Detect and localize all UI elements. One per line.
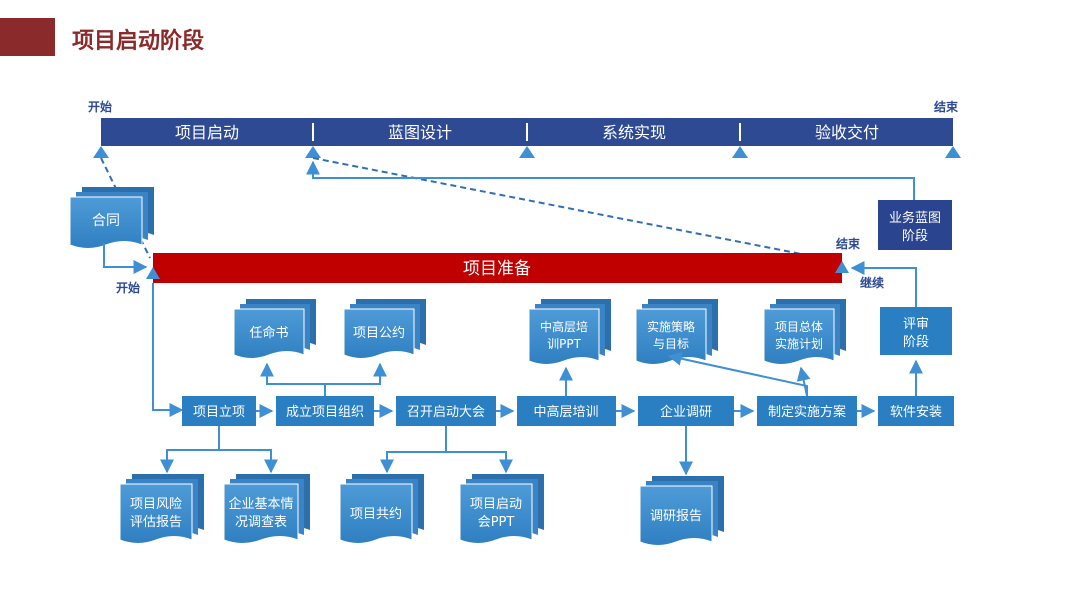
doc-risk-report: 项目风险 评估报告 bbox=[119, 474, 204, 544]
doc-kickoff-ppt: 项目启动 会PPT bbox=[459, 474, 544, 544]
box-review-label-1: 评审 bbox=[903, 317, 929, 332]
connector-prep-to-initiation bbox=[152, 283, 184, 417]
doc-survey-label-1: 企业基本情 bbox=[228, 496, 293, 512]
step-implementation-plan: 制定实施方案 bbox=[757, 396, 857, 426]
step-software-install: 软件安装 bbox=[878, 396, 954, 426]
prep-bar bbox=[153, 253, 842, 283]
process-steps: 项目立项 成立项目组织 召开启动大会 中高层培训 企业调研 制定实施方案 软件安… bbox=[182, 396, 954, 426]
connector-review-to-prep bbox=[850, 261, 917, 307]
doc-kickoff-ppt-label-1: 项目启动 bbox=[470, 497, 522, 512]
doc-consensus-label: 项目共约 bbox=[350, 507, 402, 522]
prep-end-label: 结束 bbox=[836, 236, 861, 251]
phase-project-start: 项目启动 bbox=[175, 123, 239, 142]
step-enterprise-research-label: 企业调研 bbox=[660, 404, 712, 420]
timeline-end-label: 结束 bbox=[934, 99, 959, 114]
step-kickoff-meeting: 召开启动大会 bbox=[396, 396, 496, 426]
doc-training-ppt-label-2: 训PPT bbox=[547, 337, 581, 351]
doc-training-ppt: 中高层培 训PPT bbox=[528, 299, 611, 365]
step-form-organization-label: 成立项目组织 bbox=[286, 405, 364, 420]
prep-continue-label: 继续 bbox=[860, 275, 884, 290]
doc-downward-connectors bbox=[160, 426, 693, 476]
box-review-phase: 评审 阶段 bbox=[880, 307, 952, 355]
doc-upward-connectors bbox=[260, 351, 811, 397]
doc-risk-label-1: 项目风险 bbox=[130, 497, 182, 512]
box-blueprint-phase: 业务蓝图 阶段 bbox=[878, 200, 952, 250]
doc-strategy: 实施策略 与目标 bbox=[635, 299, 718, 365]
doc-training-ppt-label-1: 中高层培 bbox=[540, 319, 588, 334]
doc-survey-form: 企业基本情 况调查表 bbox=[223, 474, 310, 544]
box-blueprint-label-1: 业务蓝图 bbox=[889, 210, 941, 226]
doc-consensus: 项目共约 bbox=[339, 474, 424, 544]
doc-master-plan: 项目总体 实施计划 bbox=[763, 299, 846, 365]
timeline-dividers bbox=[312, 123, 741, 141]
doc-research-label: 调研报告 bbox=[650, 509, 702, 524]
title-accent-bar bbox=[0, 18, 55, 56]
doc-strategy-label-2: 与目标 bbox=[653, 337, 689, 351]
prep-bar-label: 项目准备 bbox=[463, 259, 531, 279]
step-management-training: 中高层培训 bbox=[517, 396, 616, 426]
dashed-link-prep-end bbox=[312, 157, 843, 263]
step-form-organization: 成立项目组织 bbox=[276, 396, 374, 426]
step-management-training-label: 中高层培训 bbox=[533, 404, 598, 420]
step-project-initiation: 项目立项 bbox=[182, 396, 256, 426]
page-title: 项目启动阶段 bbox=[72, 28, 204, 54]
phase-system-implementation: 系统实现 bbox=[602, 123, 666, 142]
doc-convention-label: 项目公约 bbox=[353, 326, 405, 341]
step-software-install-label: 软件安装 bbox=[890, 405, 942, 420]
doc-master-plan-label-1: 项目总体 bbox=[775, 320, 823, 334]
connector-contract-to-prep bbox=[103, 243, 148, 274]
timeline-milestone-markers bbox=[93, 146, 961, 158]
doc-mandate-label: 任命书 bbox=[249, 325, 288, 341]
doc-kickoff-ppt-label-2: 会PPT bbox=[478, 515, 515, 530]
connector-blueprint-to-timeline bbox=[306, 160, 915, 200]
step-kickoff-meeting-label: 召开启动大会 bbox=[407, 405, 485, 420]
prep-start-marker bbox=[146, 267, 160, 279]
prep-start-label: 开始 bbox=[116, 280, 140, 295]
prep-end-marker bbox=[835, 261, 849, 273]
doc-master-plan-label-2: 实施计划 bbox=[775, 336, 823, 351]
doc-research-report: 调研报告 bbox=[639, 476, 724, 546]
doc-mandate: 任命书 bbox=[233, 299, 316, 359]
doc-strategy-label-1: 实施策略 bbox=[647, 319, 695, 334]
phase-acceptance-delivery: 验收交付 bbox=[815, 123, 879, 142]
doc-survey-label-2: 况调查表 bbox=[235, 515, 287, 530]
box-blueprint-label-2: 阶段 bbox=[902, 229, 928, 244]
step-implementation-plan-label: 制定实施方案 bbox=[768, 404, 846, 420]
box-review-label-2: 阶段 bbox=[903, 335, 929, 350]
timeline-start-label: 开始 bbox=[88, 99, 112, 114]
step-enterprise-research: 企业调研 bbox=[638, 396, 734, 426]
doc-contract: 合同 bbox=[69, 187, 154, 249]
phase-blueprint-design: 蓝图设计 bbox=[388, 123, 452, 142]
doc-convention: 项目公约 bbox=[343, 299, 426, 359]
step-project-initiation-label: 项目立项 bbox=[193, 405, 245, 420]
doc-contract-label: 合同 bbox=[92, 213, 120, 229]
doc-risk-label-2: 评估报告 bbox=[130, 515, 182, 530]
